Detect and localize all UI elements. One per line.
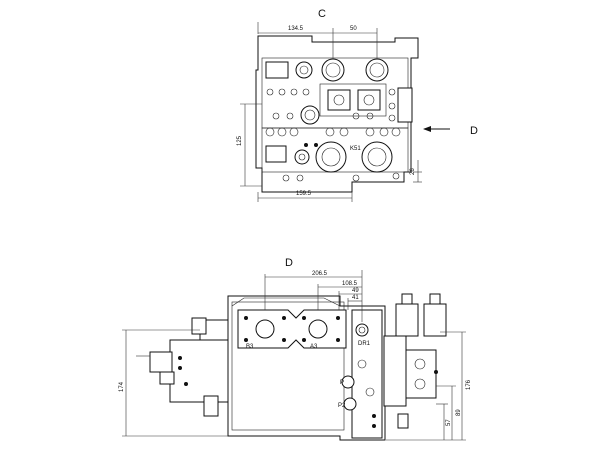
- view-d-dimensions: [122, 270, 466, 441]
- dim-26: 26: [410, 168, 416, 175]
- view-d-port-p: P: [340, 380, 344, 386]
- view-d-arrow-label: D: [470, 125, 478, 137]
- view-d-top-chamfer: [231, 297, 341, 307]
- view-d-solenoid-left: [395, 303, 419, 337]
- dim-159-5: 159.5: [296, 191, 312, 197]
- view-d-port-dr1: DR1: [358, 341, 371, 347]
- view-d-port-b3-circle: [255, 319, 275, 339]
- view-d-port-p2-circle: [343, 397, 357, 411]
- view-d-left-lower-fitting: [203, 395, 219, 417]
- view-c-label: C: [318, 8, 326, 20]
- view-c-left-fitting: [265, 61, 289, 79]
- view-d-left-housing: [169, 339, 229, 403]
- view-d-port-a3-circle: [308, 319, 328, 339]
- view-d-inner-block: [231, 301, 345, 431]
- view-d-left-top-nut: [191, 317, 207, 335]
- view-d-port-dr1-circle: [355, 323, 369, 337]
- view-d-pilot-block: [405, 349, 437, 399]
- view-d-solenoid-right-cap: [429, 293, 441, 305]
- view-d-solenoid-right: [423, 303, 447, 337]
- dim-57: 57: [446, 419, 452, 426]
- dim-206-5: 206.5: [312, 271, 328, 277]
- dim-50: 50: [350, 26, 357, 32]
- view-c-port-k51: K51: [350, 146, 361, 152]
- view-d-arrow-head: [423, 126, 431, 132]
- view-c-pilot-blocks: [319, 83, 387, 117]
- view-c: C: [237, 8, 478, 202]
- view-c-dimensions: [240, 22, 422, 202]
- view-d-drain-fitting: [397, 413, 409, 429]
- view-d-left-stub-lower: [159, 371, 175, 385]
- view-d-port-p2: P2: [338, 403, 346, 409]
- view-d-label: D: [285, 257, 293, 269]
- view-c-small-valve: [265, 145, 287, 163]
- dim-176: 176: [466, 379, 472, 390]
- view-d-solenoid-left-cap: [401, 293, 413, 305]
- view-d-flange-bolts: [244, 316, 340, 342]
- dim-89: 89: [456, 409, 462, 416]
- dim-174: 174: [119, 381, 125, 392]
- dim-108-5: 108.5: [342, 281, 358, 287]
- view-c-bolt-holes: [265, 88, 401, 182]
- view-c-right-flange: [397, 87, 413, 123]
- view-d-relief-module: [383, 335, 407, 407]
- view-d-left-stub: [149, 351, 173, 373]
- dim-49: 49: [352, 288, 359, 294]
- view-c-lower-block: [261, 127, 409, 173]
- view-d-port-p-circle: [341, 375, 355, 389]
- view-d-top-flange: [237, 309, 347, 349]
- dim-125: 125: [237, 135, 243, 146]
- view-c-large-ports: [294, 58, 393, 173]
- view-d: D B3 A3 DR1 P P2: [119, 257, 472, 441]
- dim-134-5: 134.5: [288, 26, 304, 32]
- dim-41: 41: [352, 295, 359, 301]
- view-d-port-b3: B3: [246, 344, 254, 350]
- view-d-port-a3: A3: [310, 344, 318, 350]
